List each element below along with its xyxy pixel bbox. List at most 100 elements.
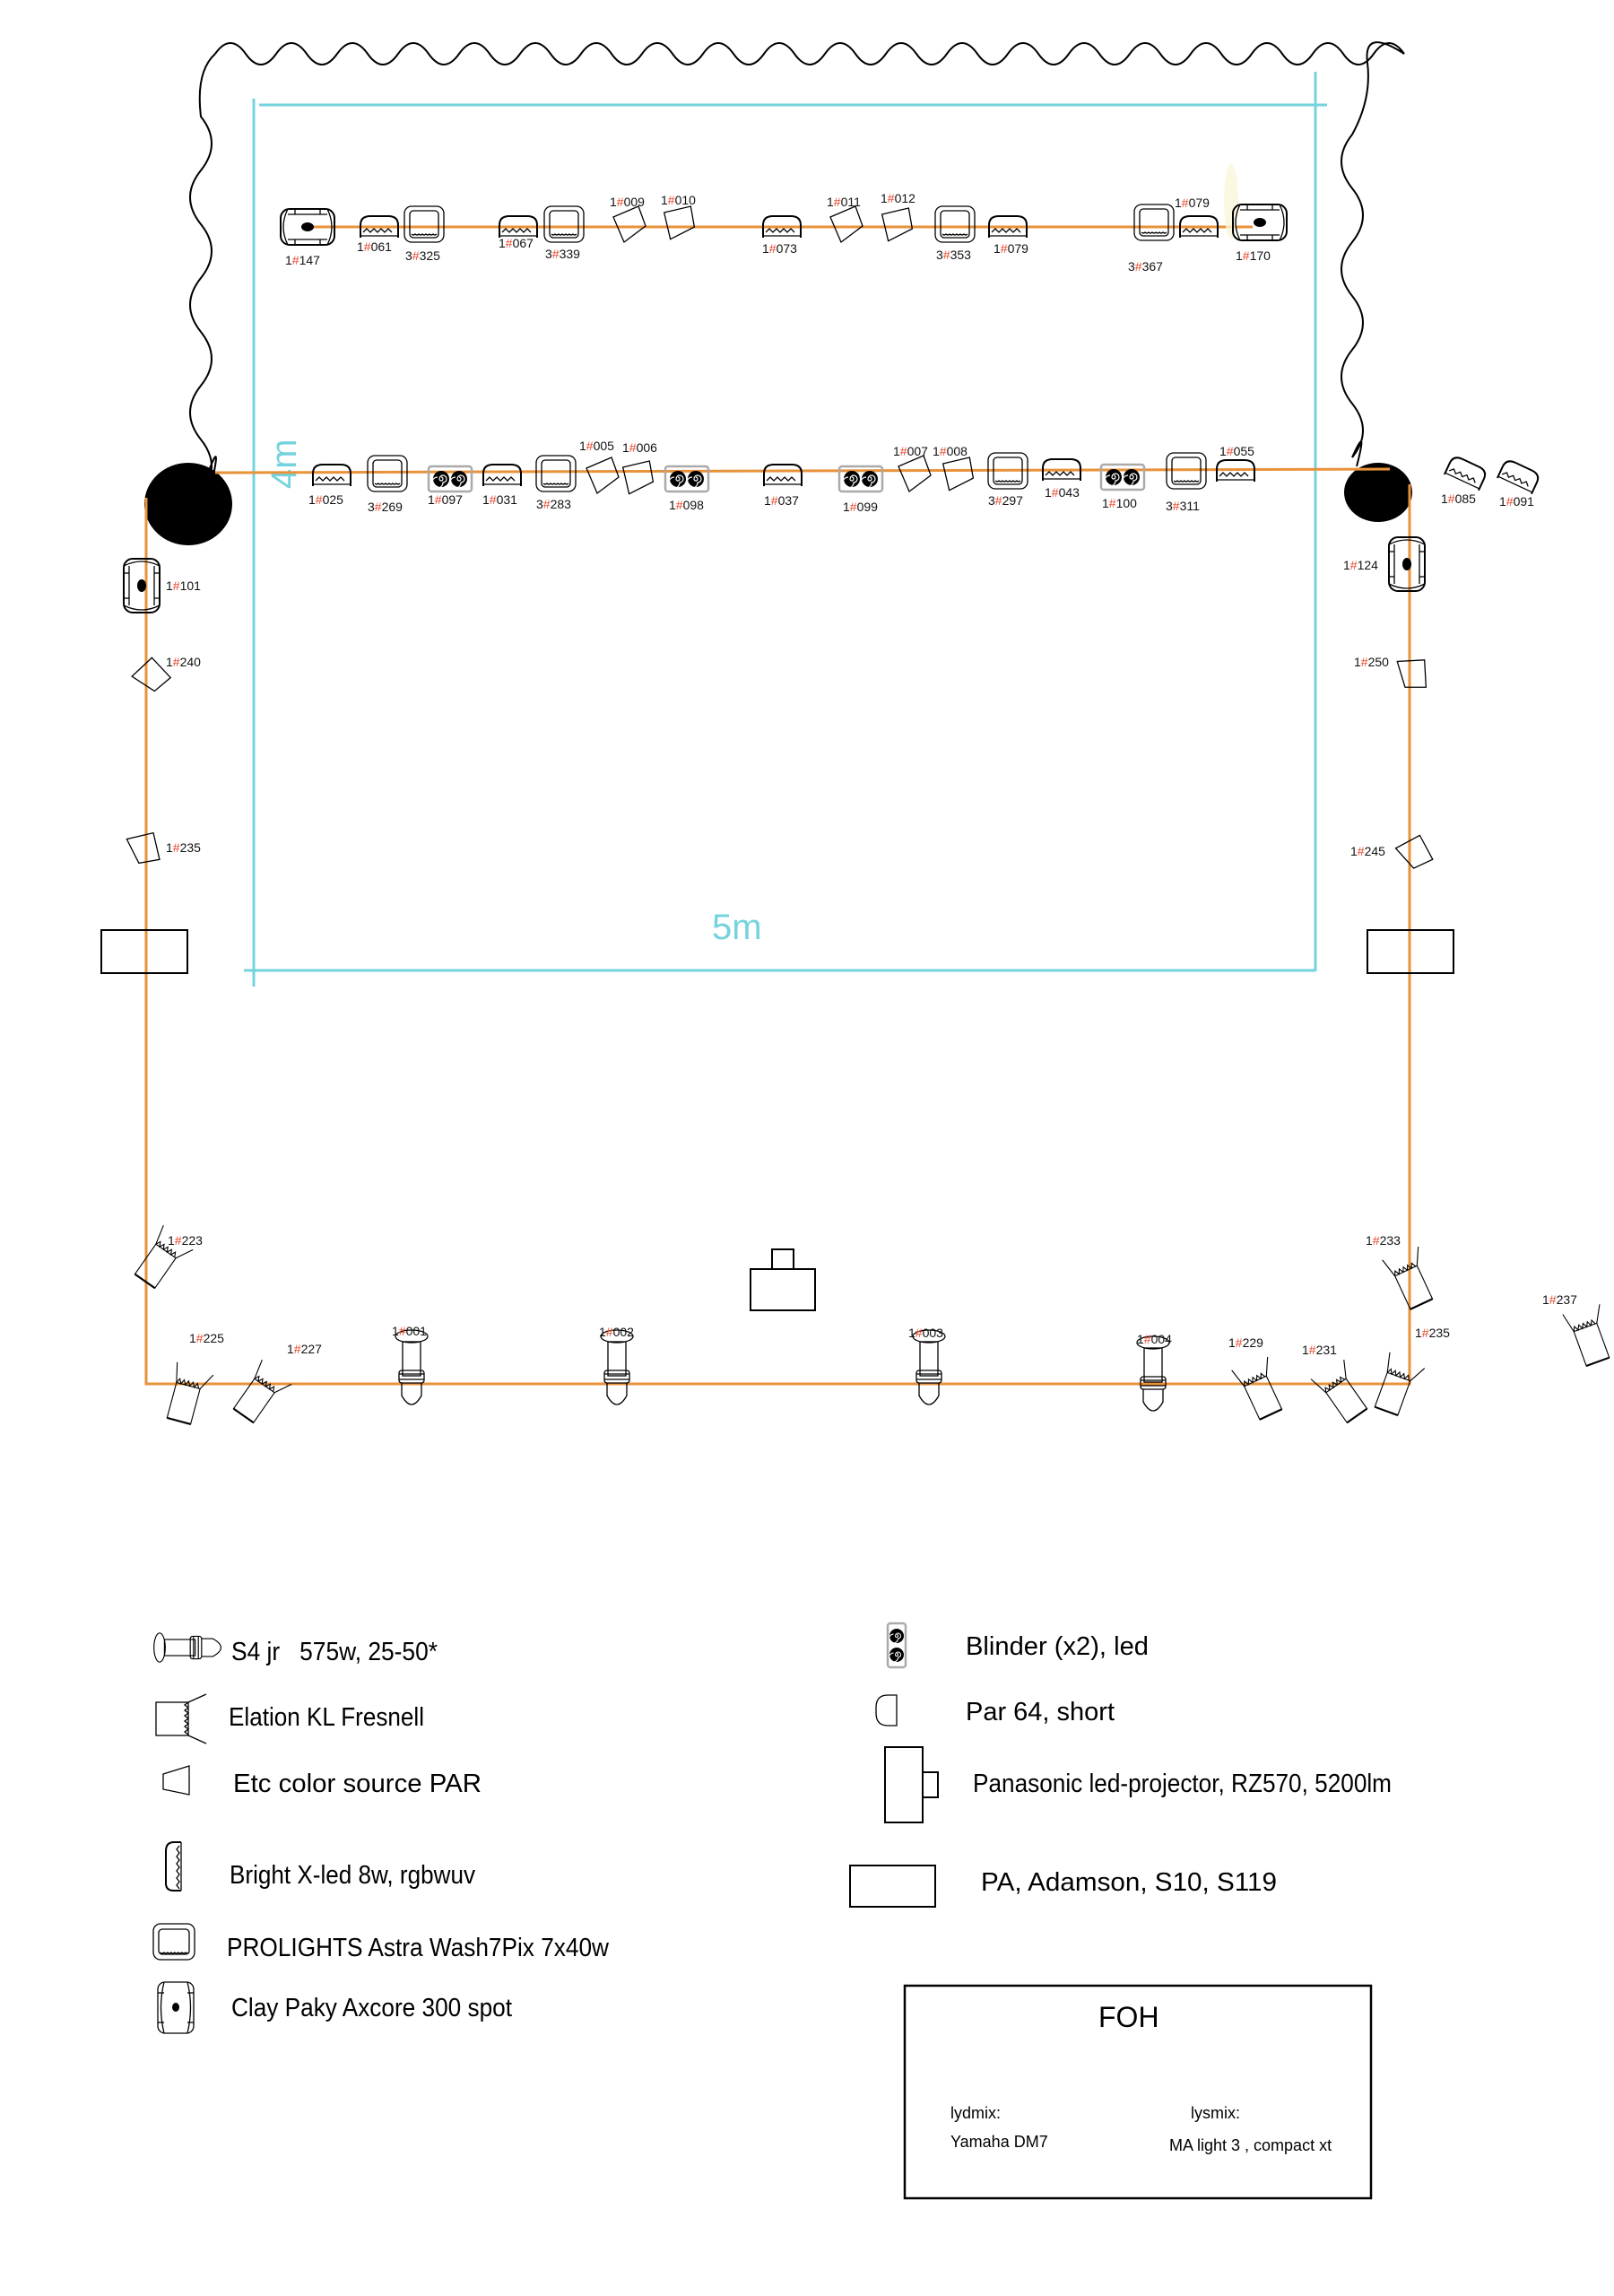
fixture-elation-kl-fresnel[interactable]: 1#237 (1542, 1292, 1614, 1369)
fixture-label: 1#037 (764, 493, 799, 508)
foh-box: FOH lydmix: Yamaha DM7 lysmix: MA light … (903, 1984, 1373, 2200)
legend-label-prolights-wash: PROLIGHTS Astra Wash7Pix 7x40w (227, 1934, 610, 1962)
fixture-label: 3#353 (936, 248, 971, 262)
fixture-label: 1#091 (1499, 494, 1534, 509)
fixture-elation-kl-fresnel[interactable]: 1#225 (161, 1331, 224, 1428)
fixture-etc-color-source-par[interactable]: 1#011 (827, 195, 863, 243)
elation-kl-fresnel-icon (1230, 1352, 1291, 1422)
fixture-elation-kl-fresnel[interactable]: 1#229 (1228, 1335, 1291, 1422)
fixture-label: 1#098 (669, 498, 704, 512)
fixture-label: 1#235 (166, 840, 201, 855)
fixture-elation-kl-fresnel[interactable]: 1#227 (229, 1342, 322, 1430)
fixture-prolights-astra[interactable]: 3#325 (404, 205, 445, 263)
fixture-prolights-astra[interactable]: 3#283 (535, 455, 577, 511)
legend-label-etc-par: Etc color source PAR (233, 1770, 482, 1798)
fixture-bright-x-led[interactable]: 1#079 (988, 215, 1028, 256)
fixture-bright-x-led[interactable]: 1#091 (1496, 457, 1542, 509)
fixture-clay-paky-axcore[interactable]: 1#147 (280, 208, 335, 267)
fixture-label: 3#325 (405, 248, 440, 263)
fixture-bright-x-led[interactable]: 1#031 (482, 464, 522, 507)
fixture-elation-kl-fresnel[interactable]: 1#231 (1302, 1343, 1375, 1427)
clay-paky-axcore-icon (123, 558, 161, 613)
etc-color-source-par-icon (122, 828, 165, 867)
fixture-label: 1#012 (881, 191, 915, 205)
fixture-s4-jr[interactable]: 1#003 (908, 1326, 946, 1405)
fixture-elation-kl-fresnel[interactable]: 1#233 (1366, 1233, 1442, 1312)
bright-x-led-icon (165, 1841, 182, 1892)
s4-jr-icon (395, 1329, 429, 1405)
fixture-prolights-astra[interactable]: 3#297 (987, 452, 1028, 508)
fixture-etc-color-source-par[interactable]: 1#008 (933, 444, 977, 495)
projector-icon[interactable] (750, 1248, 816, 1311)
fixture-etc-color-source-par[interactable]: 1#010 (659, 193, 699, 244)
fixture-elation-kl-fresnel[interactable]: 1#223 (130, 1224, 203, 1295)
fixture-elation-kl-fresnel[interactable]: 1#235 (1369, 1326, 1450, 1420)
fixture-etc-color-source-par[interactable]: 1#245 (1350, 833, 1435, 871)
fixture-etc-color-source-par[interactable]: 1#007 (893, 444, 932, 492)
fixture-clay-paky-axcore[interactable]: 1#170 (1232, 204, 1288, 263)
fixture-label: 1#147 (285, 253, 320, 267)
fixture-clay-paky-axcore[interactable]: 1#101 (123, 558, 201, 613)
pa-speaker-left[interactable] (100, 929, 188, 974)
bright-x-led-icon (763, 464, 803, 487)
fixture-bright-x-led[interactable]: 1#079 (1175, 196, 1219, 239)
fixture-prolights-astra[interactable]: 3#311 (1166, 452, 1207, 513)
etc-color-source-par-icon (659, 201, 699, 244)
fixture-clay-paky-axcore[interactable]: 1#124 (1343, 536, 1426, 592)
fixture-prolights-astra[interactable]: 3#353 (934, 205, 976, 262)
fixture-etc-color-source-par[interactable]: 1#235 (122, 828, 201, 867)
fixture-etc-color-source-par[interactable]: 1#005 (579, 439, 620, 494)
fixture-label: 1#006 (622, 440, 657, 455)
fixture-prolights-astra[interactable]: 3#339 (543, 205, 585, 261)
fixture-label: 1#245 (1350, 844, 1385, 858)
legend-label-blinder: Blinder (x2), led (966, 1632, 1149, 1661)
fixture-label: 3#283 (536, 497, 571, 511)
fixture-blinder[interactable]: 1#099 (837, 465, 884, 514)
fixture-s4-jr[interactable]: 1#004 (1136, 1332, 1172, 1412)
etc-color-source-par-icon (829, 205, 863, 243)
fixture-bright-x-led[interactable]: 1#055 (1216, 444, 1255, 483)
fixture-label: 1#229 (1228, 1335, 1263, 1350)
fixture-bright-x-led[interactable]: 1#073 (762, 215, 802, 256)
curtain-left (189, 53, 217, 494)
prolights-astra-icon (543, 205, 585, 243)
fixture-label: 1#079 (1175, 196, 1210, 210)
fixture-label: 1#223 (168, 1233, 203, 1248)
fixture-s4-jr[interactable]: 1#002 (599, 1325, 634, 1405)
fixture-etc-color-source-par[interactable]: 1#009 (610, 195, 646, 243)
fixture-label: 1#085 (1441, 491, 1476, 506)
prolights-astra-icon (535, 455, 577, 492)
elation-kl-fresnel-icon (1561, 1300, 1614, 1369)
fixture-label: 1#240 (166, 655, 201, 669)
bright-x-led-icon (1496, 457, 1542, 495)
legend-label-clay-paky-spot: Clay Paky Axcore 300 spot (231, 1994, 512, 2022)
fixture-prolights-astra[interactable]: 3#367 (1128, 204, 1175, 274)
fixture-bright-x-led[interactable]: 1#025 (308, 464, 351, 507)
fixture-bright-x-led[interactable]: 1#085 (1441, 454, 1489, 506)
fixture-label: 1#225 (189, 1331, 224, 1345)
fixture-s4-jr[interactable]: 1#001 (392, 1324, 429, 1405)
dimension-frame (244, 72, 1327, 987)
fixture-blinder[interactable]: 1#098 (664, 465, 710, 512)
fixture-blinder[interactable]: 1#097 (427, 465, 473, 507)
elation-kl-fresnel-icon (161, 1361, 215, 1428)
etc-color-source-par-icon (586, 457, 620, 494)
fixture-prolights-astra[interactable]: 3#269 (367, 455, 408, 514)
fixture-bright-x-led[interactable]: 1#061 (357, 215, 399, 254)
fixture-etc-color-source-par[interactable]: 1#012 (877, 191, 916, 246)
fixture-bright-x-led[interactable]: 1#043 (1042, 458, 1081, 500)
fixture-etc-color-source-par[interactable]: 1#240 (127, 653, 201, 698)
legend-label-pa: PA, Adamson, S10, S119 (981, 1868, 1277, 1897)
fixture-etc-color-source-par[interactable]: 1#250 (1354, 650, 1436, 695)
fixture-etc-color-source-par[interactable]: 1#006 (618, 440, 657, 499)
fixture-label: 3#269 (368, 500, 403, 514)
fixture-label: 1#250 (1354, 655, 1389, 669)
fixture-label: 1#061 (357, 239, 392, 254)
s4-jr-icon (600, 1329, 634, 1405)
fixture-blinder[interactable]: 1#100 (1099, 463, 1146, 510)
fixture-bright-x-led[interactable]: 1#037 (763, 464, 803, 508)
fixture-bright-x-led[interactable]: 1#067 (499, 215, 538, 250)
fixture-label: 1#124 (1343, 558, 1378, 572)
depth-dimension-label: 4m (265, 439, 304, 489)
